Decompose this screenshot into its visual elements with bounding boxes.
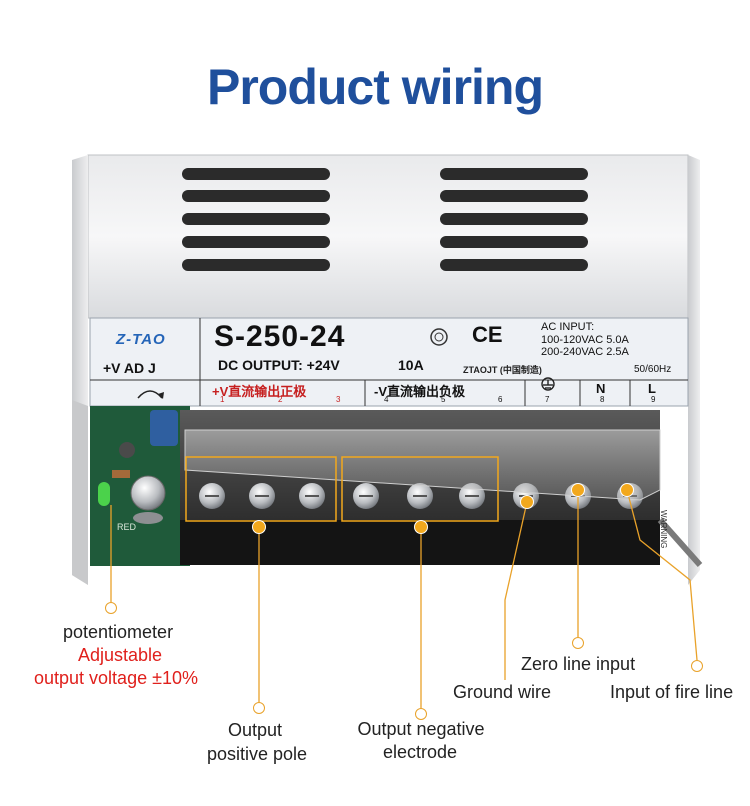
positive-terminal-label: +V直流输出正极 bbox=[212, 384, 307, 399]
terminal-number: 4 bbox=[384, 395, 389, 404]
maker-label: ZTAOJT (中国制造) bbox=[463, 365, 542, 375]
dc-output-label: DC OUTPUT: +24V bbox=[218, 357, 340, 373]
ac-input-low: 100-120VAC 5.0A bbox=[541, 334, 629, 346]
ac-input-high: 200-240VAC 2.5A bbox=[541, 346, 629, 358]
marker-zero bbox=[571, 483, 585, 497]
marker-negative bbox=[414, 520, 428, 534]
line-label: L bbox=[648, 381, 656, 396]
callout-negative-line1: Output negative bbox=[357, 719, 485, 739]
terminal-number: 8 bbox=[600, 395, 605, 404]
callout-potentiometer-adjustable: Adjustable bbox=[78, 645, 163, 665]
callout-positive-line2: positive pole bbox=[206, 744, 308, 764]
case-top bbox=[87, 154, 689, 319]
label-plate bbox=[89, 317, 689, 407]
marker-positive bbox=[252, 520, 266, 534]
frequency-label: 50/60Hz bbox=[634, 364, 672, 375]
callout-positive-line1: Output bbox=[227, 720, 283, 740]
callout-ring-potentiometer bbox=[105, 602, 117, 614]
callout-ring-fire bbox=[691, 660, 703, 672]
callout-negative-line2: electrode bbox=[382, 742, 458, 762]
terminal-number: 6 bbox=[498, 395, 503, 404]
terminal-number: 9 bbox=[651, 395, 656, 404]
warning-label: WARNING bbox=[659, 510, 668, 549]
adjust-screw bbox=[119, 442, 135, 458]
terminal-number: 2 bbox=[278, 395, 283, 404]
callout-potentiometer-title: potentiometer bbox=[63, 622, 174, 642]
marker-fire bbox=[620, 483, 634, 497]
terminal-number: 1 bbox=[220, 395, 225, 404]
vent-slots bbox=[182, 168, 588, 271]
pcb-led-label: RED bbox=[117, 522, 137, 532]
terminal-number: 3 bbox=[336, 395, 341, 404]
terminal-number: 5 bbox=[441, 395, 446, 404]
callout-potentiometer-range: output voltage ±10% bbox=[34, 668, 198, 688]
ce-mark: CE bbox=[472, 322, 503, 347]
callout-ground: Ground wire bbox=[453, 682, 552, 702]
terminal-number: 7 bbox=[545, 395, 550, 404]
callout-ring-negative bbox=[415, 708, 427, 720]
ground-symbol-icon bbox=[541, 377, 555, 391]
page-title: Product wiring bbox=[207, 59, 544, 115]
brand-logo: Z-TAO bbox=[116, 331, 166, 348]
callout-ring-positive bbox=[253, 702, 265, 714]
green-led bbox=[98, 482, 110, 506]
certification-seal bbox=[430, 328, 448, 346]
callout-fire: Input of fire line bbox=[610, 682, 734, 702]
negative-terminal-label: -V直流输出负极 bbox=[374, 384, 466, 399]
case-right-edge bbox=[688, 155, 700, 585]
marker-ground bbox=[520, 495, 534, 509]
potentiometer-knob bbox=[130, 475, 166, 511]
callout-zero: Zero line input bbox=[521, 654, 636, 674]
left-terminal-label: +V AD J bbox=[103, 360, 156, 376]
model-number: S-250-24 bbox=[214, 320, 346, 353]
terminal-cover bbox=[184, 429, 661, 501]
ac-input-title: AC INPUT: bbox=[541, 321, 595, 333]
callout-ring-zero bbox=[572, 637, 584, 649]
dc-output-current: 10A bbox=[398, 357, 424, 373]
neutral-label: N bbox=[596, 381, 606, 396]
